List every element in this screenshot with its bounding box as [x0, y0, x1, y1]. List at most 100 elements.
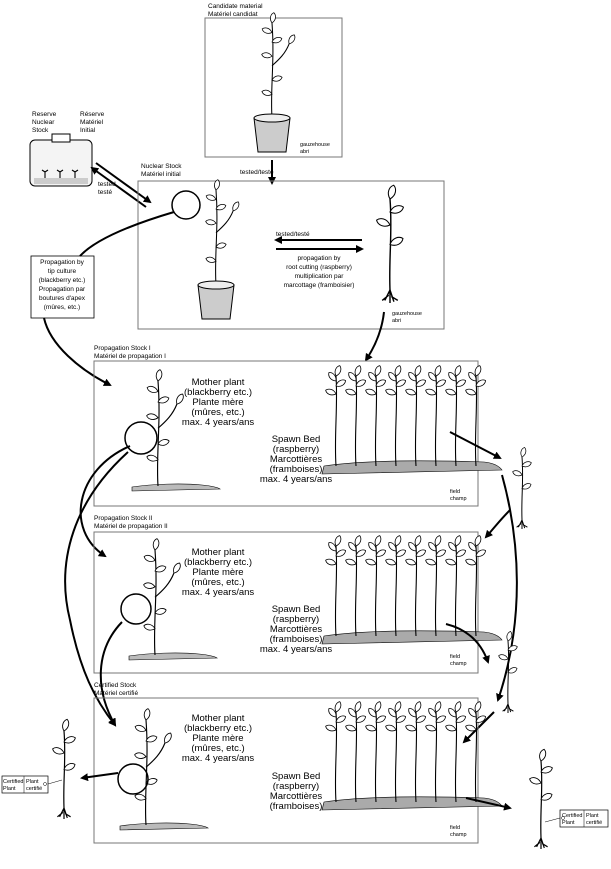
- stage2-tip-circle: [120, 593, 152, 625]
- stage1-to-stage2-curve: [79, 445, 131, 558]
- tag-left-a2: Plant: [3, 786, 16, 792]
- tested-mid-label: tested/testé: [276, 231, 310, 238]
- tip-to-box-curve: [79, 211, 175, 257]
- stage1-spawn-2: (raspberry): [273, 444, 319, 455]
- candidate-title-en: Candidate material: [208, 3, 263, 10]
- root-cutting-4: marcottage (framboisier): [284, 282, 355, 289]
- tip-box-1: Propagation by: [40, 259, 84, 266]
- stage3-title-fr: Matériel certifié: [94, 690, 138, 697]
- reserve-en-1: Reserve: [32, 111, 57, 118]
- stage3-mother-4: (mûres, etc.): [191, 743, 244, 754]
- tip-box-3: (blackberry etc.): [39, 277, 86, 284]
- tip-box-6: (mûres, etc.): [44, 304, 80, 311]
- reserve-en-2: Nuclear: [32, 119, 55, 126]
- stage1-field-fr: champ: [450, 496, 467, 502]
- nuclear-house-en: gauzehouse: [392, 311, 422, 317]
- reserve-fr-1: Réserve: [80, 111, 105, 118]
- stage1-to-stage3-curve: [64, 451, 129, 727]
- nuclear-house-fr: abri: [392, 318, 401, 324]
- stage3-spawn-1: Spawn Bed: [272, 771, 321, 782]
- daughter1-to-stage2-arrow: [484, 509, 511, 539]
- stage1-tip-circle: [124, 421, 158, 455]
- stage2-spawn-bed-icon: [322, 535, 502, 644]
- tag-left-b2: certifié: [26, 786, 42, 792]
- stage2-title-fr: Matériel de propagation II: [94, 523, 168, 530]
- certified-plant-left-icon: [52, 719, 77, 819]
- stage3-tip-circle: [117, 763, 149, 795]
- root-cutting-1: propagation by: [297, 255, 341, 262]
- reserve-to-nuclear-arrow: [95, 162, 152, 204]
- stage2-box: [93, 531, 479, 674]
- tested-left-fr: testé: [98, 189, 112, 196]
- tip-box-5: boutures d'apex: [39, 295, 86, 302]
- tip-highlight-circle: [171, 190, 201, 220]
- stage1-mother-5: max. 4 years/ans: [182, 417, 255, 428]
- stage1-spawn-3: Marcottières: [270, 454, 323, 465]
- certified-tag-left: [1, 775, 63, 794]
- stage1-field-en: field: [450, 489, 460, 495]
- nuclear-to-reserve-arrow: [90, 166, 147, 208]
- candidate-house-fr: abri: [300, 149, 309, 155]
- stage3-spawn-bed-icon: [322, 701, 502, 810]
- stage3-spawn-2: (raspberry): [273, 781, 319, 792]
- tag-right-a2: Plant: [562, 820, 575, 826]
- stage3-mother-3: Plante mère: [192, 733, 243, 744]
- stage1-spawn-out-arrow: [449, 431, 502, 459]
- stage2-spawn-5: max. 4 years/ans: [260, 644, 333, 655]
- stage1-title-en: Propagation Stock I: [94, 345, 151, 352]
- tested-top-label: tested/testé: [240, 169, 274, 176]
- stage2-title-en: Propagation Stock II: [94, 515, 153, 522]
- nuclear-to-spawn1-arrow: [364, 311, 385, 362]
- tip-culture-box: [30, 255, 95, 319]
- stage2-mother-4: (mûres, etc.): [191, 577, 244, 588]
- candidate-house-en: gauzehouse: [300, 142, 330, 148]
- certified-plant-right-icon: [529, 749, 554, 849]
- stage2-spawn-1: Spawn Bed: [272, 604, 321, 615]
- stage3-spawn-4: (framboises): [270, 801, 323, 812]
- stage1-mother-2: (blackberry etc.): [184, 387, 252, 398]
- stage2-mother-3: Plante mère: [192, 567, 243, 578]
- stage1-daughter-plant-icon: [512, 447, 532, 529]
- tag-right-b1: Plant: [586, 813, 599, 819]
- stage2-spawn-4: (framboises): [270, 634, 323, 645]
- tip-box-4: Propagation par: [39, 286, 86, 293]
- tip-box-2: tip culture: [48, 268, 77, 275]
- stage3-to-certified-right-arrow: [465, 797, 512, 811]
- stage3-title-en: Certified Stock: [94, 682, 137, 689]
- stage1-spawn-4: (framboises): [270, 464, 323, 475]
- stage2-mother-1: Mother plant: [192, 547, 245, 558]
- stage3-mother-1: Mother plant: [192, 713, 245, 724]
- root-cutting-2: root cutting (raspberry): [286, 264, 352, 271]
- tag-left-a1: Certified: [3, 779, 23, 785]
- candidate-title-fr: Matériel candidat: [208, 11, 258, 18]
- stage3-spawn-3: Marcottières: [270, 791, 323, 802]
- stage1-mother-1: Mother plant: [192, 377, 245, 388]
- stage3-mother-5: max. 4 years/ans: [182, 753, 255, 764]
- tag-left-b1: Plant: [26, 779, 39, 785]
- nuclear-plant-icon: [197, 179, 240, 320]
- stage1-title-fr: Matériel de propagation I: [94, 353, 166, 360]
- stage3-mother-2: (blackberry etc.): [184, 723, 252, 734]
- stage1-mother-3: Plante mère: [192, 397, 243, 408]
- stage2-daughter-plant-icon: [498, 631, 518, 713]
- stage3-to-certified-left-arrow: [80, 772, 119, 782]
- tag-right-b2: certifié: [586, 820, 602, 826]
- reserve-fr-2: Matériel: [80, 119, 104, 126]
- stage1-mother-4: (mûres, etc.): [191, 407, 244, 418]
- stage3-box: [93, 697, 479, 844]
- tag-right-a1: Certified: [562, 813, 582, 819]
- tested-left-en: tested: [98, 181, 116, 188]
- nuclear-title-en: Nuclear Stock: [141, 163, 182, 170]
- stage2-mother-5: max. 4 years/ans: [182, 587, 255, 598]
- candidate-plant-icon: [253, 12, 296, 153]
- nuclear-stock-box: [137, 180, 445, 330]
- stage2-spawn-3: Marcottières: [270, 624, 323, 635]
- stage3-field-fr: champ: [450, 832, 467, 838]
- certified-tag-right: [544, 809, 609, 828]
- stage2-field-fr: champ: [450, 661, 467, 667]
- stage2-spawn-out-arrow: [445, 623, 490, 664]
- nuclear-title-fr: Matériel initial: [141, 171, 181, 178]
- reserve-jar-icon: [29, 133, 93, 187]
- stage2-spawn-2: (raspberry): [273, 614, 319, 625]
